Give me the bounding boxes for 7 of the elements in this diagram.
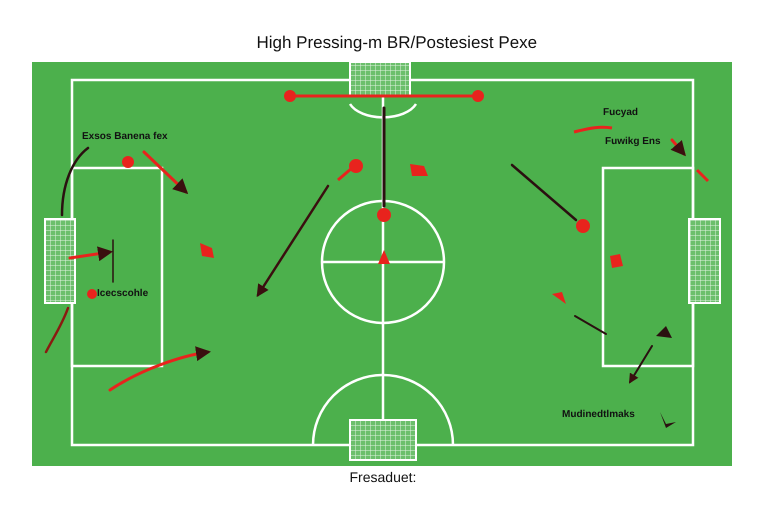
diagram-title: High Pressing-m BR/Postesiest Pexe bbox=[256, 34, 538, 53]
annotation-label: Mudinedtlmaks bbox=[562, 409, 635, 420]
annotation-label: Fuwikg Ens bbox=[605, 136, 661, 147]
annotation-label: Fucyad bbox=[603, 107, 638, 118]
annotation-label: Exsos Banena fex bbox=[82, 131, 168, 142]
annotation-label: Icecscohle bbox=[97, 288, 148, 299]
caption: Fresaduet: bbox=[350, 470, 416, 486]
